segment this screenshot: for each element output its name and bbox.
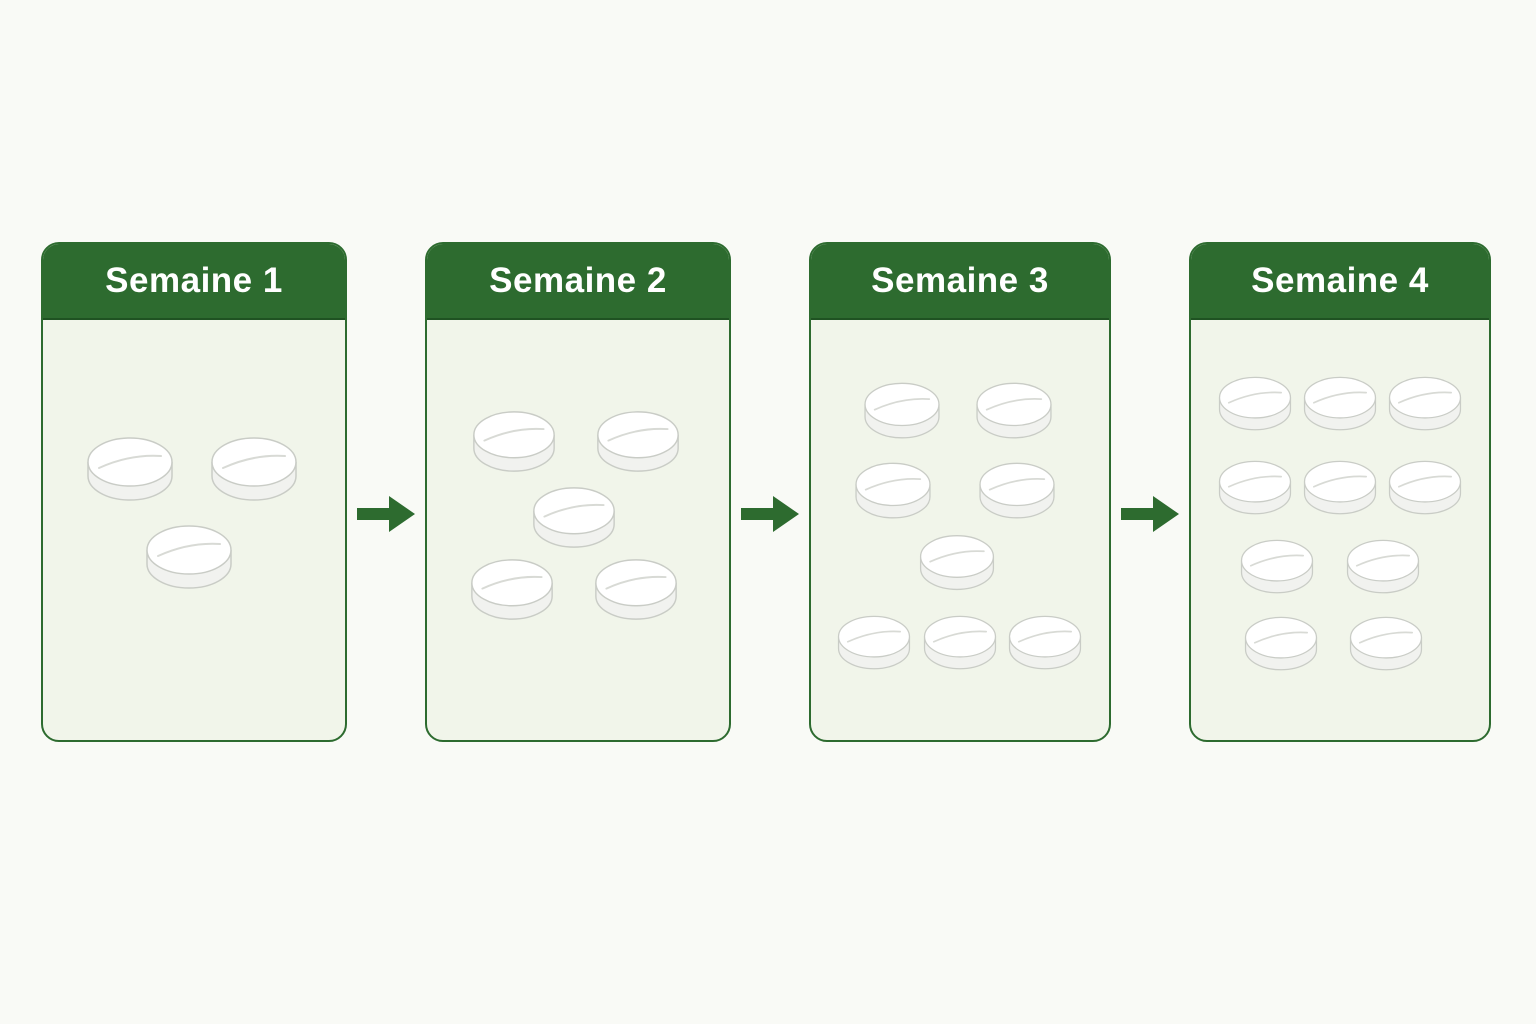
- pill-icon: [1217, 372, 1293, 436]
- week-title-2: Semaine 2: [427, 244, 729, 320]
- pill-icon: [1217, 456, 1293, 520]
- pill-icon: [1387, 372, 1463, 436]
- week-panel-3: Semaine 3: [809, 242, 1111, 742]
- pill-icon: [85, 432, 175, 507]
- arrow-right-icon: [357, 496, 415, 532]
- pill-icon: [1243, 612, 1319, 676]
- pill-icon: [595, 406, 681, 478]
- week-panel-2: Semaine 2: [425, 242, 731, 742]
- pill-icon: [593, 554, 679, 626]
- pill-icon: [209, 432, 299, 507]
- pill-icon: [973, 378, 1055, 444]
- pill-icon: [1007, 610, 1083, 676]
- week-title-3: Semaine 3: [811, 244, 1109, 320]
- pill-icon: [1302, 372, 1378, 436]
- pill-icon: [1348, 612, 1424, 676]
- week-body-2: [427, 320, 729, 742]
- pill-icon: [1302, 456, 1378, 520]
- pill-icon: [918, 530, 996, 596]
- week-panel-1: Semaine 1: [41, 242, 347, 742]
- week-panel-4: Semaine 4: [1189, 242, 1491, 742]
- pill-icon: [1387, 456, 1463, 520]
- pill-icon: [144, 520, 234, 595]
- pill-icon: [469, 554, 555, 626]
- pill-icon: [922, 610, 998, 676]
- pill-icon: [1345, 535, 1421, 599]
- pill-icon: [861, 378, 943, 444]
- pill-icon: [977, 458, 1057, 524]
- pill-icon: [531, 482, 617, 554]
- week-body-3: [811, 320, 1109, 742]
- week-title-4: Semaine 4: [1191, 244, 1489, 320]
- arrow-right-icon: [1121, 496, 1179, 532]
- week-body-1: [43, 320, 345, 742]
- pill-icon: [853, 458, 933, 524]
- pill-icon: [471, 406, 557, 478]
- arrow-right-icon: [741, 496, 799, 532]
- week-body-4: [1191, 320, 1489, 742]
- pill-icon: [836, 610, 912, 676]
- week-title-1: Semaine 1: [43, 244, 345, 320]
- pill-icon: [1239, 535, 1315, 599]
